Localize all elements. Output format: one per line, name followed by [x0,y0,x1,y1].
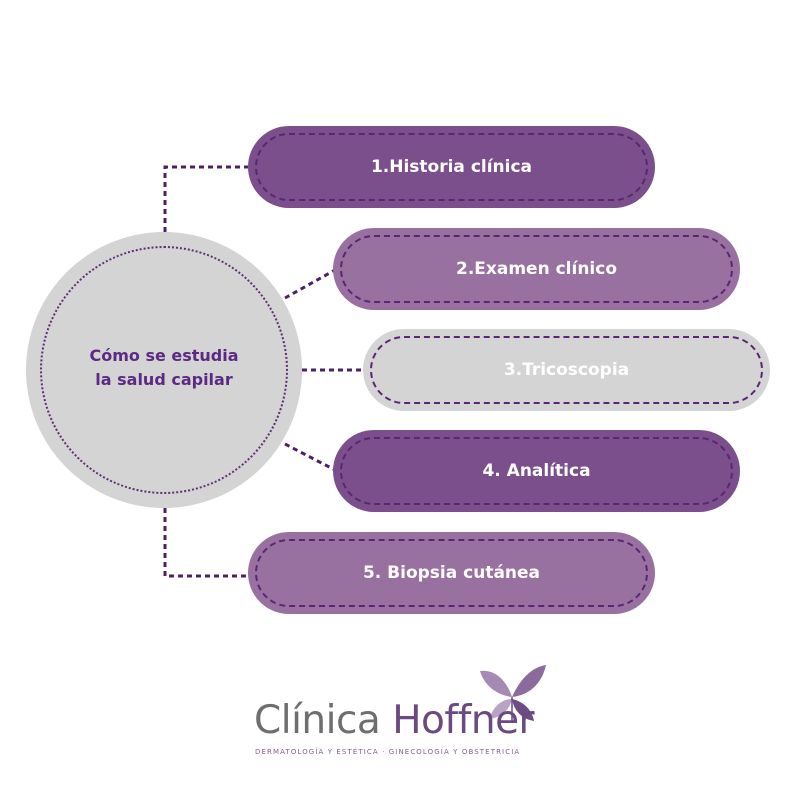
connector-step-4 [284,442,336,472]
logo-tagline: DERMATOLOGÍA Y ESTÉTICA · GINECOLOGÍA Y … [255,748,521,756]
step-5-label: 5. Biopsia cutánea [362,563,541,583]
step-2-dashed-border: 2.Examen clínico [340,235,733,303]
step-5-dashed-border: 5. Biopsia cutánea [255,539,648,607]
step-1-pill: 1.Historia clínica [248,126,655,208]
step-4-label: 4. Analítica [482,461,591,481]
step-3-label: 3.Tricoscopia [503,360,630,380]
step-3-dashed-border: 3.Tricoscopia [370,336,763,404]
step-4-dashed-border: 4. Analítica [340,437,733,505]
connector-step-1 [163,165,248,232]
central-topic-dotted-ring [40,246,288,494]
step-3-pill: 3.Tricoscopia [363,329,770,411]
central-topic-text: Cómo se estudia la salud capilar [26,344,302,392]
logo-word-clinica: Clínica [254,698,381,743]
step-4-pill: 4. Analítica [333,430,740,512]
logo-wordmark: Clínica Hoffner [254,697,535,745]
clinic-logo: Clínica Hoffner DERMATOLOGÍA Y ESTÉTICA … [240,655,560,765]
step-2-pill: 2.Examen clínico [333,228,740,310]
butterfly-icon [480,665,546,721]
central-topic-line-1: Cómo se estudia [89,346,239,365]
step-1-label: 1.Historia clínica [370,157,533,177]
central-topic-circle: Cómo se estudia la salud capilar [26,232,302,508]
connector-step-5 [163,508,248,578]
central-topic-line-2: la salud capilar [95,370,233,389]
connector-step-2 [284,268,336,300]
logo-word-hoffner: Hoffner [392,698,535,743]
step-1-dashed-border: 1.Historia clínica [255,133,648,201]
step-5-pill: 5. Biopsia cutánea [248,532,655,614]
step-2-label: 2.Examen clínico [455,259,618,279]
